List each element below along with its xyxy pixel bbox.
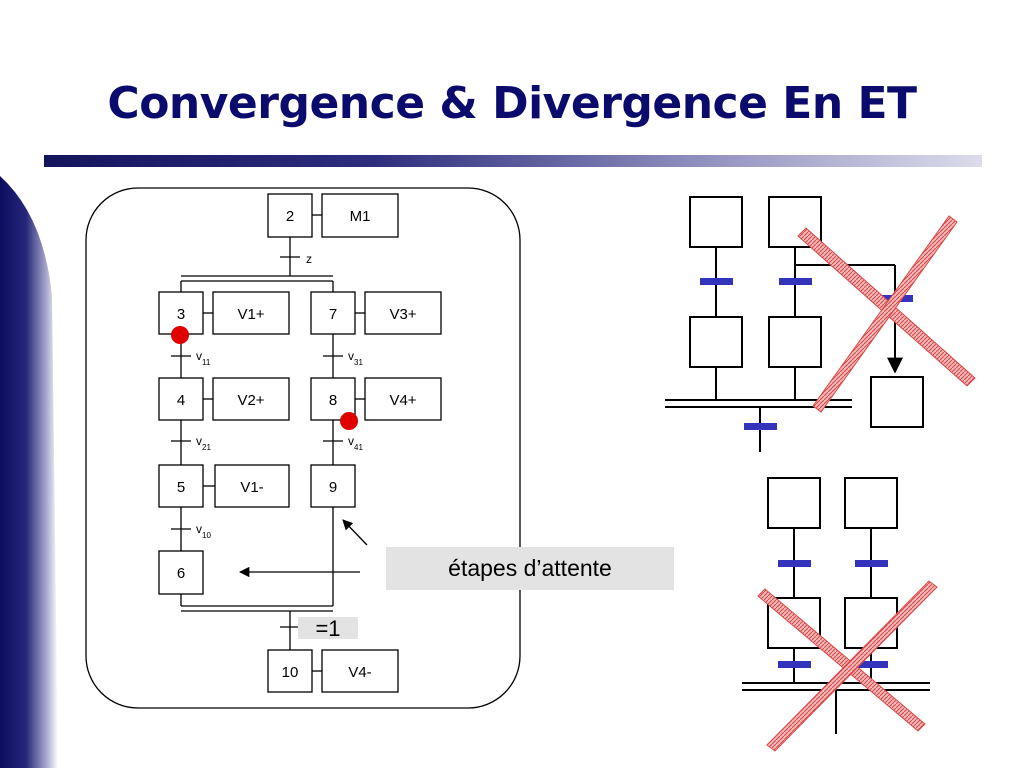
transition-subscript: 21: [202, 443, 211, 452]
action-m1: M1: [321, 193, 399, 238]
action-v4-plus-label: V4+: [389, 392, 416, 409]
action-v1-minus-label: V1-: [240, 479, 263, 496]
action-m1-label: M1: [350, 208, 371, 225]
transition-var: v: [348, 349, 354, 363]
action-v2-plus-label: V2+: [237, 392, 264, 409]
waiting-marker-dot: [340, 412, 358, 430]
transition-var: v: [348, 434, 354, 448]
step-3-label: 3: [177, 306, 185, 323]
waiting-steps-callout: étapes d’attente: [386, 547, 674, 590]
action-v1-plus-label: V1+: [237, 306, 264, 323]
step-7: 7: [310, 291, 356, 335]
step-4-label: 4: [177, 392, 185, 409]
transition-label-v31: v31: [348, 349, 363, 367]
step-7-label: 7: [329, 306, 337, 323]
step-9: 9: [310, 464, 356, 508]
wrong-example-bottom: [742, 477, 938, 752]
wrong-example-top: [665, 196, 976, 452]
step-9-label: 9: [329, 479, 337, 496]
final-transition-condition: =1: [298, 617, 358, 640]
slide-title: Convergence & Divergence En ET: [107, 78, 917, 129]
transition-var: v: [196, 522, 202, 536]
transition-label-v11: v11: [196, 349, 211, 367]
cross-mark-icon: [757, 580, 938, 752]
step-6-label: 6: [177, 565, 185, 582]
transition-label-v41: v41: [348, 434, 363, 452]
step-2-label: 2: [286, 208, 294, 225]
step-5: 5: [158, 464, 204, 508]
action-v2-plus: V2+: [212, 377, 290, 421]
transition-subscript: 10: [202, 531, 211, 540]
action-v4-minus-label: V4-: [348, 664, 371, 681]
step-10: 10: [267, 649, 313, 693]
step-2: 2: [267, 193, 313, 238]
action-v1-minus: V1-: [214, 464, 290, 508]
transition-subscript: 11: [202, 358, 211, 367]
step-8-label: 8: [329, 392, 337, 409]
title-rule: [44, 155, 982, 167]
transition-label-v10: v10: [196, 522, 211, 540]
transition-subscript: 41: [354, 443, 363, 452]
action-v4-minus: V4-: [321, 649, 399, 693]
transition-label-v21: v21: [196, 434, 211, 452]
transition-var: v: [196, 434, 202, 448]
step-6: 6: [158, 550, 204, 595]
step-4: 4: [158, 377, 204, 421]
transition-var: z: [306, 252, 312, 266]
step-10-label: 10: [282, 664, 299, 681]
action-v4-plus: V4+: [364, 377, 442, 421]
transition-var: v: [196, 349, 202, 363]
waiting-marker-dot: [171, 326, 189, 344]
left-decor-band: [0, 176, 58, 768]
transition-label-z: z: [306, 252, 312, 266]
action-v3-plus-label: V3+: [389, 306, 416, 323]
transition-subscript: 31: [354, 358, 363, 367]
cross-mark-icon: [797, 215, 976, 413]
action-v3-plus: V3+: [364, 291, 442, 335]
action-v1-plus: V1+: [212, 291, 290, 335]
step-5-label: 5: [177, 479, 185, 496]
